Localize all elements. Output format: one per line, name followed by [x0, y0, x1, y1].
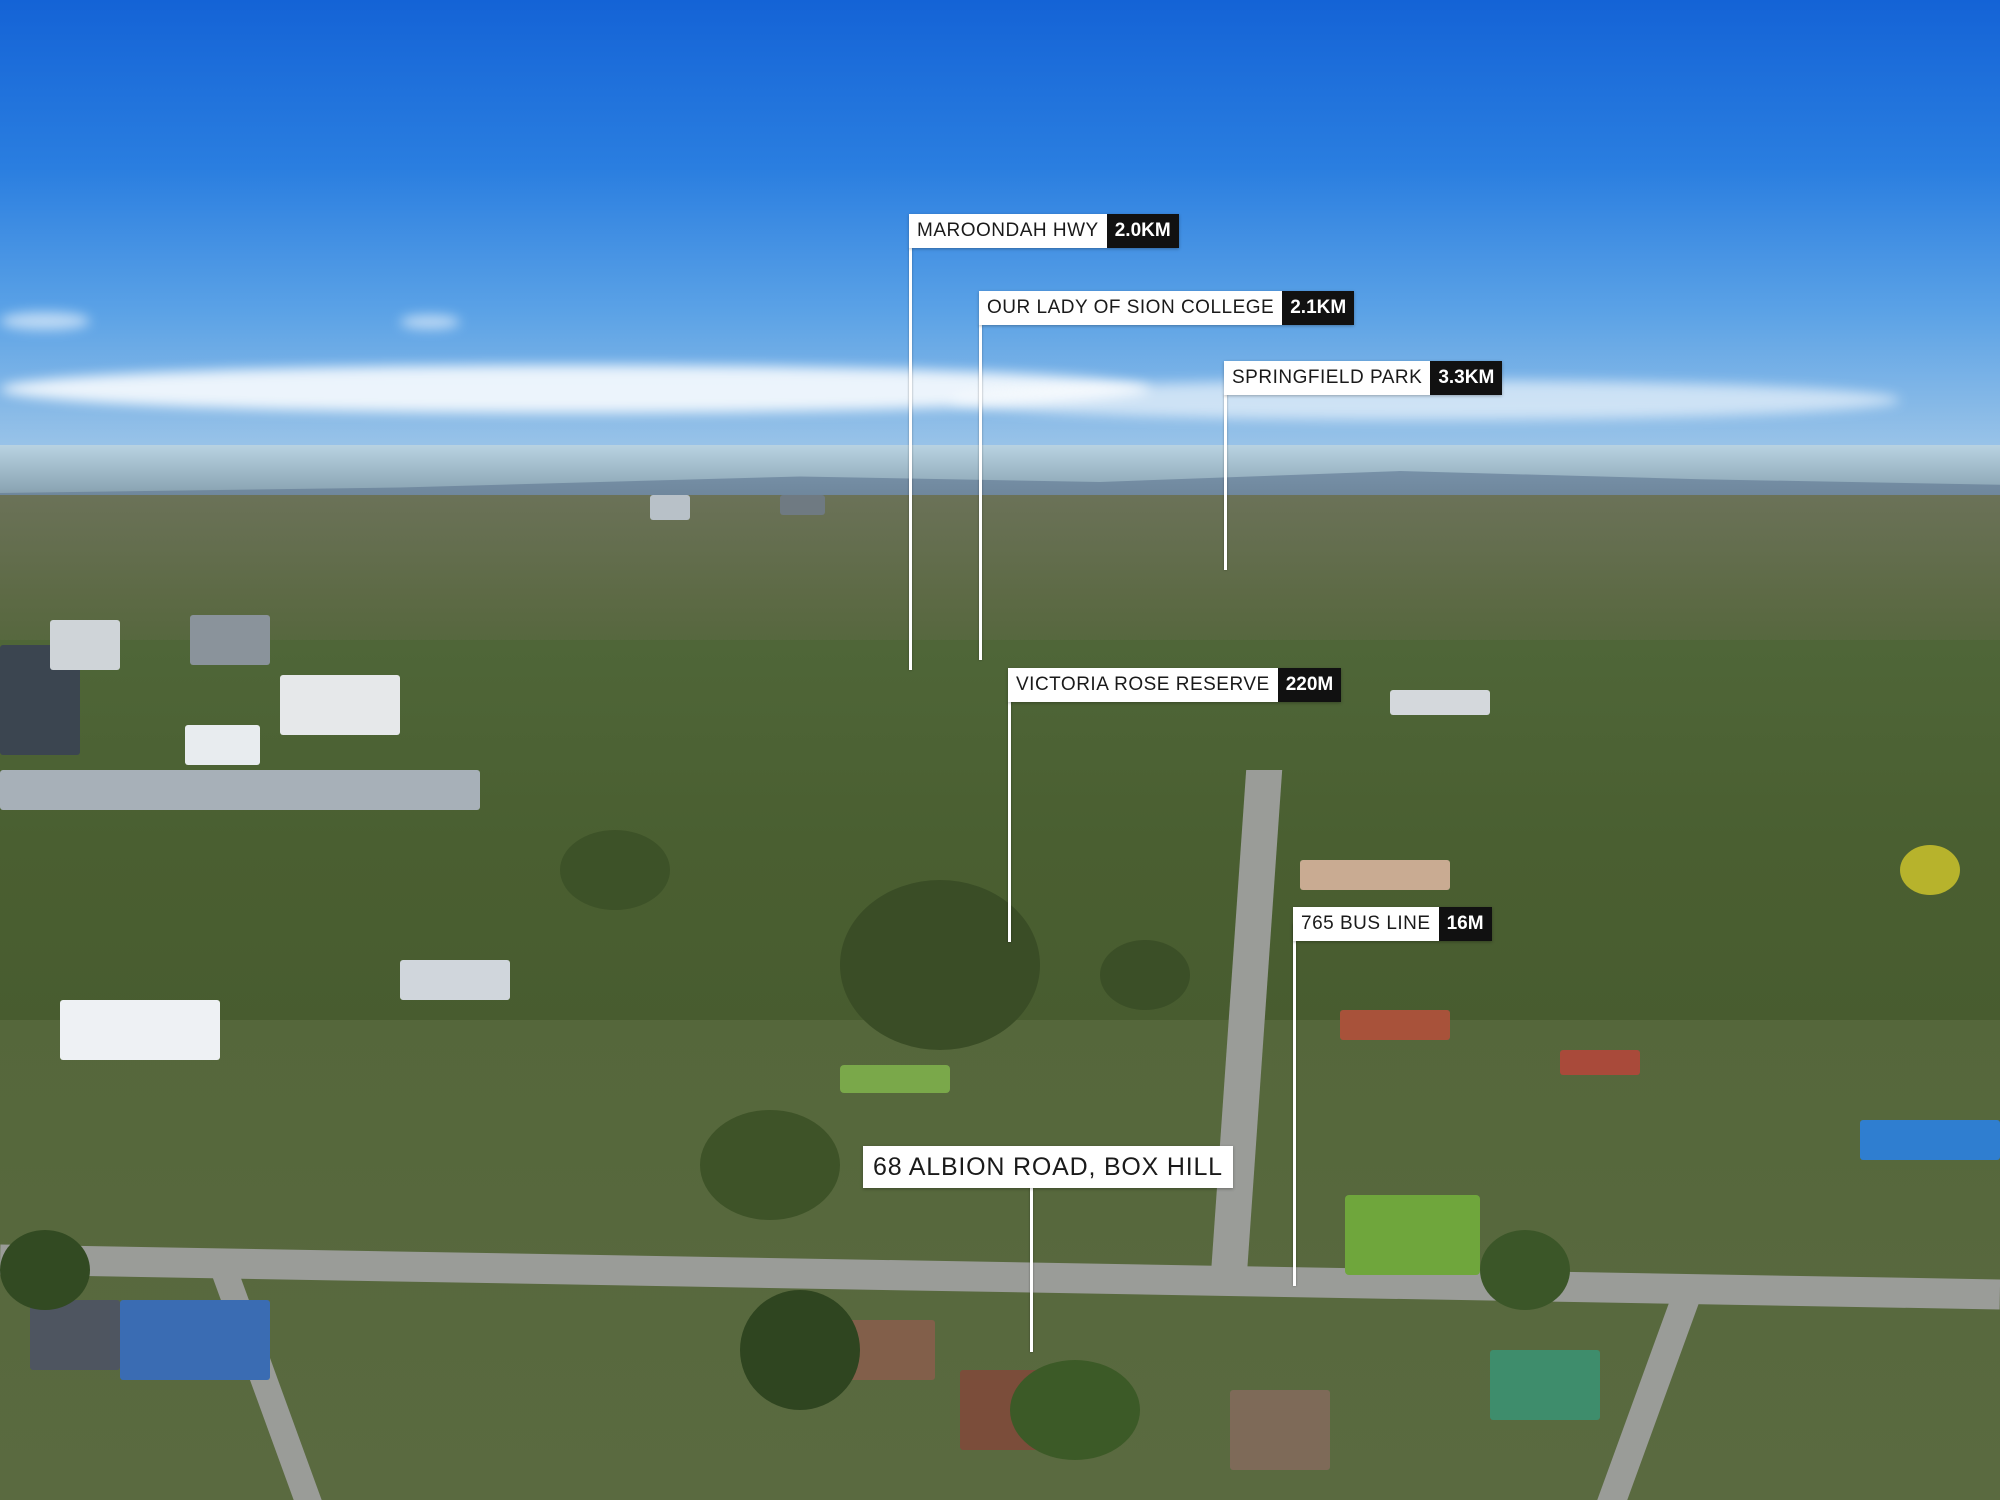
- tree-canopy: [1900, 845, 1960, 895]
- marker-distance: 220M: [1277, 668, 1342, 702]
- city-building: [650, 495, 690, 520]
- city-building: [0, 770, 480, 810]
- house: [1340, 1010, 1450, 1040]
- marker-distance: 16M: [1438, 907, 1492, 941]
- marker-distance: 3.3KM: [1430, 361, 1503, 395]
- marker-name: SPRINGFIELD PARK: [1224, 361, 1431, 395]
- house: [1230, 1390, 1330, 1470]
- tree-canopy: [1480, 1230, 1570, 1310]
- city-building: [190, 615, 270, 665]
- city-building: [50, 620, 120, 670]
- city-building: [780, 495, 825, 515]
- property-address-label: 68 ALBION ROAD, BOX HILL: [863, 1146, 1233, 1188]
- house: [1300, 860, 1450, 890]
- house: [60, 1000, 220, 1060]
- cloud: [0, 312, 90, 330]
- marker-name: VICTORIA ROSE RESERVE: [1008, 668, 1278, 702]
- house: [1860, 1120, 2000, 1160]
- tree-canopy: [840, 880, 1040, 1050]
- house: [400, 960, 510, 1000]
- tree-canopy: [700, 1110, 840, 1220]
- marker-victoria-rose-reserve: VICTORIA ROSE RESERVE 220M: [1008, 668, 1342, 702]
- marker-765-bus-line: 765 BUS LINE 16M: [1293, 907, 1492, 941]
- marker-name: MAROONDAH HWY: [909, 214, 1107, 248]
- marker-line-property: [1030, 1187, 1033, 1352]
- marker-line-maroondah-hwy: [909, 248, 912, 670]
- marker-name: 765 BUS LINE: [1293, 907, 1439, 941]
- cloud: [0, 365, 1150, 413]
- city-building: [280, 675, 400, 735]
- marker-name: OUR LADY OF SION COLLEGE: [979, 291, 1283, 325]
- tree-canopy: [1010, 1360, 1140, 1460]
- marker-line-springfield-park: [1224, 395, 1227, 570]
- marker-line-victoria-rose-reserve: [1008, 702, 1011, 942]
- marker-line-765-bus-line: [1293, 924, 1296, 1286]
- marker-distance: 2.0KM: [1106, 214, 1179, 248]
- house: [1560, 1050, 1640, 1075]
- tree-canopy: [0, 1230, 90, 1310]
- house: [1490, 1350, 1600, 1420]
- distant-suburbs: [0, 495, 2000, 665]
- house: [120, 1300, 270, 1380]
- house: [30, 1300, 120, 1370]
- tree-canopy: [560, 830, 670, 910]
- marker-our-lady-of-sion-college: OUR LADY OF SION COLLEGE 2.1KM: [979, 291, 1355, 325]
- marker-maroondah-hwy: MAROONDAH HWY 2.0KM: [909, 214, 1179, 248]
- cloud: [400, 315, 460, 329]
- house: [1390, 690, 1490, 715]
- city-building: [185, 725, 260, 765]
- park-field: [840, 1065, 950, 1093]
- park-field: [1345, 1195, 1480, 1275]
- tree-canopy: [1100, 940, 1190, 1010]
- marker-distance: 2.1KM: [1282, 291, 1355, 325]
- marker-springfield-park: SPRINGFIELD PARK 3.3KM: [1224, 361, 1503, 395]
- marker-line-our-lady-of-sion-college: [979, 325, 982, 660]
- tree-canopy: [740, 1290, 860, 1410]
